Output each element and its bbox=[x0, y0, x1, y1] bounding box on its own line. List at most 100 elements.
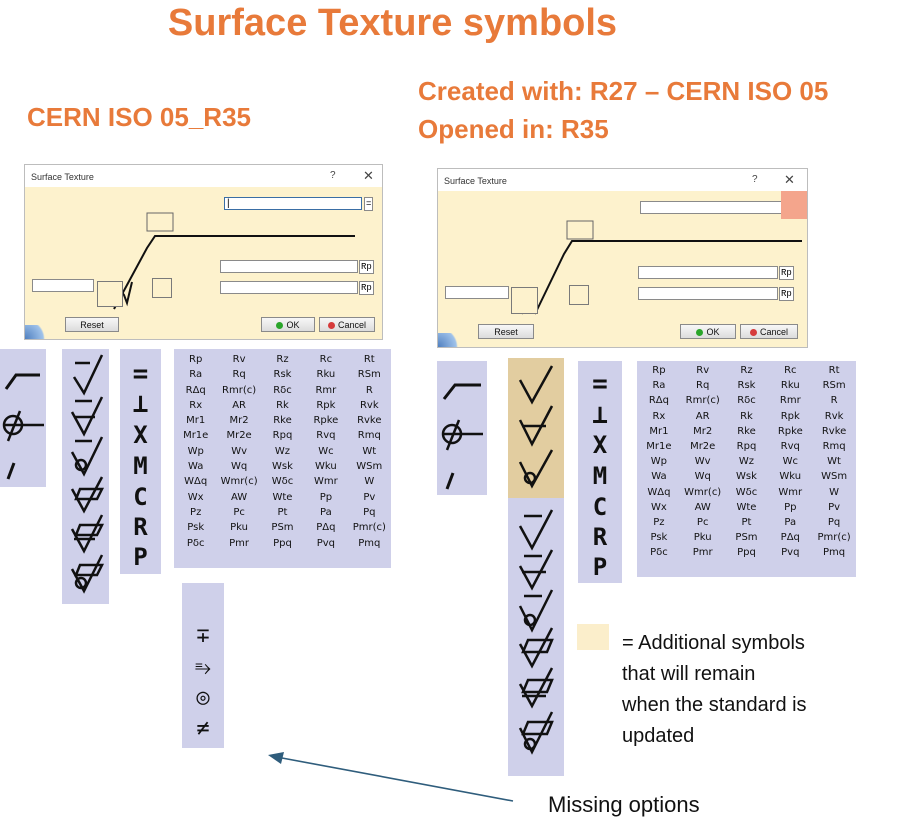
parameter-cell[interactable]: Mr1 bbox=[649, 425, 669, 437]
parameter-cell[interactable]: Mr1e bbox=[646, 440, 672, 452]
parameter-cell[interactable]: PSm bbox=[735, 532, 758, 544]
char-symbol[interactable]: C bbox=[133, 483, 148, 511]
parameter-cell[interactable]: Wa bbox=[651, 471, 667, 483]
parameter-cell[interactable]: Rz bbox=[740, 365, 753, 376]
missing-symbol[interactable]: ⥱ bbox=[195, 655, 211, 679]
parameter-cell[interactable]: PSm bbox=[271, 522, 294, 534]
parameter-cell[interactable]: Wc bbox=[318, 445, 334, 457]
parameter-cell[interactable]: Pp bbox=[319, 491, 333, 503]
parameter-cell[interactable]: AW bbox=[694, 501, 711, 513]
parameter-cell[interactable]: Pz bbox=[190, 506, 202, 518]
check-all-around-icon[interactable] bbox=[70, 476, 105, 514]
parameter-cell[interactable]: RΔq bbox=[185, 384, 206, 396]
parameter-cell[interactable]: Wsk bbox=[736, 471, 757, 483]
parameter-cell[interactable]: Rv bbox=[696, 365, 710, 376]
missing-symbol[interactable]: ◎ bbox=[196, 685, 210, 710]
parameter-cell[interactable]: PΔq bbox=[316, 522, 336, 534]
symbol-box-left[interactable] bbox=[511, 287, 538, 314]
parameter-cell[interactable]: Pmq bbox=[358, 537, 381, 549]
parameter-cell[interactable]: Pmr(c) bbox=[352, 522, 386, 534]
parameter-cell[interactable]: Rδc bbox=[737, 395, 756, 407]
check-removal-bar-icon[interactable] bbox=[518, 549, 554, 591]
parameter-cell[interactable]: Pc bbox=[233, 506, 245, 518]
check-all-around-no-removal-icon[interactable] bbox=[70, 554, 105, 594]
parameter-cell[interactable]: WSm bbox=[356, 461, 383, 473]
parameter-cell[interactable]: Rmq bbox=[822, 440, 846, 452]
check-all-around-icon[interactable] bbox=[518, 627, 554, 669]
profile-circle-icon[interactable] bbox=[441, 419, 483, 451]
parameter-cell[interactable]: Ppq bbox=[273, 537, 292, 549]
profile-circle-icon[interactable] bbox=[2, 410, 44, 442]
parameter-cell[interactable]: Wx bbox=[187, 491, 204, 503]
parameter-cell[interactable]: Wku bbox=[315, 461, 337, 473]
parameter-cell[interactable]: Wmr(c) bbox=[220, 476, 258, 488]
char-symbol[interactable]: = bbox=[592, 369, 608, 399]
parameter-cell[interactable]: Rpke bbox=[777, 425, 803, 437]
parameter-cell[interactable]: Rsk bbox=[737, 380, 756, 392]
left-value-field[interactable] bbox=[445, 286, 509, 299]
parameter-cell[interactable]: Mr1e bbox=[183, 430, 209, 442]
symbol-box-left[interactable] bbox=[97, 281, 123, 307]
lay-box[interactable] bbox=[569, 285, 589, 305]
check-basic-icon[interactable] bbox=[72, 354, 104, 396]
parameter-cell[interactable]: Pδc bbox=[650, 547, 668, 559]
char-symbol[interactable]: M bbox=[133, 452, 148, 480]
cancel-button[interactable]: Cancel bbox=[319, 317, 375, 332]
check-removal-icon[interactable] bbox=[518, 405, 554, 447]
parameter-cell[interactable]: Rsk bbox=[273, 369, 292, 381]
parameter-cell[interactable]: Rke bbox=[273, 415, 292, 427]
cancel-button[interactable]: Cancel bbox=[740, 324, 798, 339]
parameter-cell[interactable]: Rmr(c) bbox=[685, 395, 720, 407]
missing-symbol[interactable]: ∓ bbox=[196, 623, 210, 648]
param-field-1[interactable] bbox=[638, 266, 778, 279]
check-basic-icon[interactable] bbox=[518, 365, 554, 405]
help-button[interactable]: ? bbox=[752, 174, 758, 185]
parameter-cell[interactable]: Wz bbox=[738, 456, 755, 468]
char-symbol[interactable]: X bbox=[133, 421, 148, 449]
parameter-cell[interactable]: Rt bbox=[828, 365, 840, 376]
char-symbol[interactable]: P bbox=[133, 543, 148, 571]
parameter-cell[interactable]: Wte bbox=[272, 491, 293, 503]
parameter-cell[interactable]: Psk bbox=[650, 532, 668, 544]
param-field-1[interactable] bbox=[220, 260, 358, 273]
parameter-cell[interactable]: Wv bbox=[231, 445, 247, 457]
equal-button[interactable]: = bbox=[364, 197, 374, 211]
parameter-cell[interactable]: Pδc bbox=[186, 537, 205, 549]
reset-button[interactable]: Reset bbox=[65, 317, 119, 332]
parameter-cell[interactable]: Rt bbox=[363, 354, 375, 365]
parameter-cell[interactable]: Mr2e bbox=[690, 440, 716, 452]
parameter-cell[interactable]: Mr2 bbox=[693, 425, 713, 437]
parameter-cell[interactable]: Pq bbox=[363, 506, 376, 518]
parameter-cell[interactable]: Wt bbox=[827, 456, 841, 468]
parameter-cell[interactable]: Wδc bbox=[735, 486, 758, 498]
parameter-cell[interactable]: Pv bbox=[828, 501, 841, 513]
parameter-cell[interactable]: Rvq bbox=[780, 440, 800, 452]
parameter-cell[interactable]: WSm bbox=[821, 471, 848, 483]
parameter-cell[interactable]: Pt bbox=[277, 506, 288, 518]
parameter-cell[interactable]: Wq bbox=[694, 471, 711, 483]
parameter-cell[interactable]: Mr2 bbox=[229, 415, 249, 427]
rp-button-1[interactable]: Rp bbox=[359, 260, 374, 274]
parameter-cell[interactable]: W bbox=[364, 476, 375, 488]
parameter-cell[interactable]: Wq bbox=[230, 461, 248, 473]
param-field-2[interactable] bbox=[220, 281, 358, 294]
parameter-cell[interactable]: Rke bbox=[737, 425, 756, 437]
parameter-cell[interactable]: Rc bbox=[784, 365, 797, 376]
check-no-removal-icon[interactable] bbox=[70, 436, 104, 477]
parameter-cell[interactable]: Pa bbox=[320, 506, 332, 518]
parameter-cell[interactable]: RSm bbox=[822, 380, 846, 392]
parameter-cell[interactable]: Rq bbox=[232, 369, 246, 381]
parameter-cell[interactable]: Rq bbox=[696, 380, 710, 392]
char-symbol[interactable]: X bbox=[592, 431, 608, 459]
parameter-cell[interactable]: Pvq bbox=[316, 537, 336, 549]
parameter-cell[interactable]: Mr2e bbox=[226, 430, 252, 442]
lay-box[interactable] bbox=[152, 278, 172, 298]
parameter-cell[interactable]: Rx bbox=[652, 410, 666, 422]
rp-button-2[interactable]: Rp bbox=[359, 281, 374, 295]
char-symbol[interactable]: C bbox=[592, 493, 608, 521]
parameter-cell[interactable]: R bbox=[365, 384, 373, 396]
parameter-cell[interactable]: R bbox=[830, 395, 838, 407]
parameter-cell[interactable]: Wp bbox=[650, 456, 668, 468]
parameter-cell[interactable]: Rv bbox=[232, 354, 246, 365]
check-no-removal-bar-icon[interactable] bbox=[518, 589, 554, 633]
